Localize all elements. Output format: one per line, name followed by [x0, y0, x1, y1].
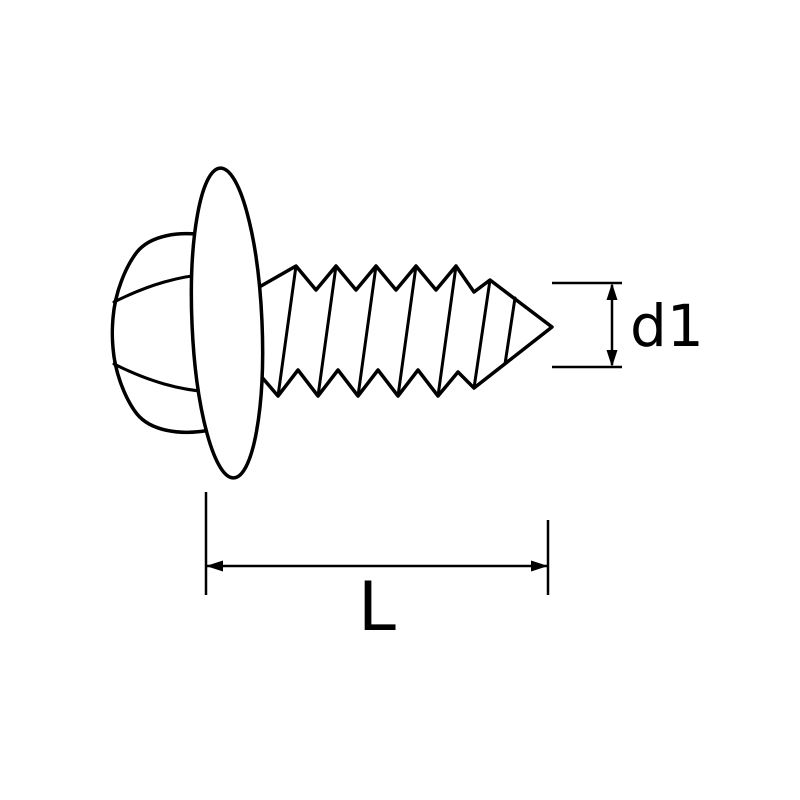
thread-flank-line-tip	[472, 278, 492, 390]
d1-arrow-down	[606, 350, 618, 367]
d1-label: d1	[630, 292, 704, 360]
thread-outline	[252, 264, 554, 398]
thread-flank-line-tip	[503, 296, 517, 366]
screw-head-outline	[110, 232, 212, 434]
thread-flank-line	[396, 264, 418, 398]
length-dimension: L	[204, 492, 550, 647]
thread-flank-line	[436, 264, 458, 398]
thread-flank-line	[316, 264, 338, 398]
d1-arrow-up	[606, 283, 618, 300]
l-label: L	[358, 568, 396, 647]
thread-flank-lines	[276, 264, 517, 398]
thread-flank-line	[276, 264, 298, 398]
thread-flank-line	[356, 264, 378, 398]
flange-washer	[189, 166, 265, 480]
d1-dimension: d1	[552, 281, 704, 369]
l-arrow-left	[206, 560, 223, 572]
l-arrow-right	[531, 560, 548, 572]
threaded-shank	[252, 264, 554, 398]
